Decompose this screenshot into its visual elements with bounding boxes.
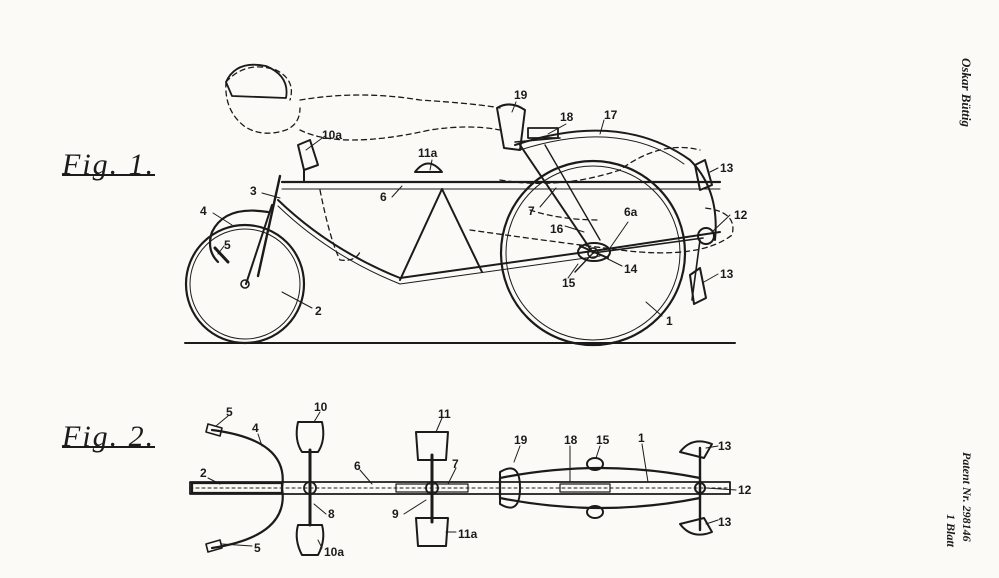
fig2-chest-pads — [295, 421, 325, 556]
fig1-label-7: 7 — [528, 204, 535, 218]
fig2-label-1: 1 — [638, 431, 645, 445]
fig2-label-13-bottom: 13 — [718, 515, 732, 529]
fig2-labels: 1 2 4 5 5 6 7 8 9 10 10a 11 11a 12 13 13… — [200, 400, 752, 559]
fig1-label-12: 12 — [734, 208, 748, 222]
fig1-label-6: 6 — [380, 190, 387, 204]
fig1-label-1: 1 — [666, 314, 673, 328]
fig2-label-6: 6 — [354, 459, 361, 473]
fig1-caption-underline — [62, 174, 156, 176]
fig1-label-19: 19 — [514, 88, 528, 102]
fig2-label-11a: 11a — [458, 527, 478, 541]
fig1-caption: Fig. 1. — [62, 148, 156, 182]
fig1-label-6a: 6a — [624, 205, 638, 219]
fig1-label-13-top: 13 — [720, 161, 734, 175]
fig2-label-5-bottom: 5 — [254, 541, 261, 555]
fig2-label-13-top: 13 — [718, 439, 732, 453]
fig1-label-2: 2 — [315, 304, 322, 318]
fig2-caption: Fig. 2. — [62, 420, 156, 454]
fig2-label-8: 8 — [328, 507, 335, 521]
fig1-side-view — [184, 63, 736, 347]
fig2-label-5-top: 5 — [226, 405, 233, 419]
fig2-handlebar — [210, 428, 284, 550]
fig2-label-4: 4 — [252, 421, 259, 435]
chest-support-pad — [297, 139, 319, 171]
rear-wheel — [499, 159, 687, 347]
fig1-label-5: 5 — [224, 238, 231, 252]
fig1-label-18: 18 — [560, 110, 574, 124]
fig2-label-11: 11 — [438, 407, 451, 421]
fig1-label-11a: 11a — [418, 146, 438, 160]
fig2-label-15: 15 — [596, 433, 610, 447]
fig1-caption-text: Fig. 1. — [62, 148, 156, 181]
sheet-number: 1 Blatt — [944, 514, 958, 548]
fig1-label-17: 17 — [604, 108, 618, 122]
fig1-leader-lines — [212, 101, 731, 317]
fig2-label-7: 7 — [452, 457, 459, 471]
fig1-labels: 1 2 3 4 5 6 6a 7 10a 11a 12 13 13 14 15 … — [200, 88, 748, 328]
fig2-caption-underline — [62, 446, 156, 448]
fig2-label-9: 9 — [392, 507, 399, 521]
fig1-label-4: 4 — [200, 204, 207, 218]
rear-saddle — [496, 103, 561, 151]
front-wheel — [184, 223, 306, 345]
handlebar — [208, 209, 270, 264]
fig2-hip-pads — [395, 431, 469, 547]
fig2-top-view — [189, 421, 731, 556]
fig1-label-3: 3 — [250, 184, 257, 198]
fig2-label-10a: 10a — [324, 545, 344, 559]
fig1-label-13-bottom: 13 — [720, 267, 734, 281]
fig2-label-19: 19 — [514, 433, 528, 447]
fig2-label-2: 2 — [200, 466, 207, 480]
fig2-rear-saddle — [499, 467, 521, 509]
inventor-name: Oskar Büttig — [959, 58, 974, 127]
rider-outline — [225, 66, 734, 261]
patent-number: Patent Nr. 298146 — [960, 452, 974, 542]
fig1-label-16: 16 — [550, 222, 564, 236]
fig2-label-18: 18 — [564, 433, 578, 447]
rider-cap — [225, 63, 288, 99]
crank-assembly — [574, 242, 611, 273]
fig2-foot-rests — [679, 440, 713, 536]
fig1-label-10a: 10a — [322, 128, 342, 142]
hip-support-pad — [414, 162, 443, 173]
fig2-leader-lines — [207, 411, 737, 549]
fig1-label-15: 15 — [562, 276, 576, 290]
fig2-label-10: 10 — [314, 400, 328, 414]
fig1-label-14: 14 — [624, 262, 638, 276]
fig2-label-12: 12 — [738, 483, 752, 497]
frame — [245, 129, 722, 285]
fig2-caption-text: Fig. 2. — [62, 420, 156, 453]
